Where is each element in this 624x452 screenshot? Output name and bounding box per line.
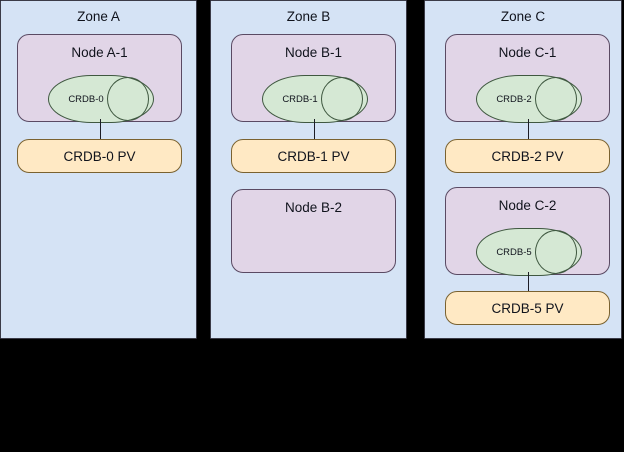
zone-label-a: Zone A [77, 9, 120, 24]
zone-panel-c[interactable]: Zone C Node C-1 CRDB-2 CRDB-2 PV Node C-… [424, 0, 622, 339]
node-label-c-2: Node C-2 [498, 198, 557, 213]
connector-crdb-0-to-pv [100, 119, 101, 141]
node-label-b-1: Node B-1 [284, 45, 343, 60]
zone-panel-b[interactable]: Zone B Node B-1 CRDB-1 CRDB-1 PV Node B-… [210, 0, 407, 339]
pv-box-crdb-1[interactable]: CRDB-1 PV [231, 139, 396, 173]
connector-crdb-5-to-pv [528, 272, 529, 294]
connector-crdb-2-to-pv [528, 119, 529, 141]
database-cylinder-icon-crdb-2[interactable]: CRDB-2 [476, 75, 582, 123]
database-cylinder-icon-crdb-5[interactable]: CRDB-5 [476, 228, 582, 276]
pv-box-crdb-2[interactable]: CRDB-2 PV [445, 139, 610, 173]
zone-panel-a[interactable]: Zone A Node A-1 CRDB-0 CRDB-0 PV [0, 0, 197, 339]
pv-label-crdb-5: CRDB-5 PV [491, 300, 564, 316]
database-label-crdb-5: CRDB-5 [496, 246, 532, 258]
database-label-crdb-2: CRDB-2 [496, 93, 532, 105]
node-label-c-1: Node C-1 [498, 45, 557, 60]
database-cylinder-icon-crdb-0[interactable]: CRDB-0 [48, 75, 154, 123]
database-cylinder-icon-crdb-1[interactable]: CRDB-1 [262, 75, 368, 123]
database-label-crdb-1: CRDB-1 [282, 93, 318, 105]
database-label-crdb-0: CRDB-0 [68, 93, 104, 105]
node-box-b-1[interactable]: Node B-1 CRDB-1 [231, 34, 396, 123]
node-label-a-1: Node A-1 [71, 45, 128, 60]
node-box-a-1[interactable]: Node A-1 CRDB-0 [17, 34, 182, 123]
connector-crdb-1-to-pv [314, 119, 315, 141]
zone-label-b: Zone B [286, 9, 331, 24]
pv-box-crdb-0[interactable]: CRDB-0 PV [17, 139, 182, 173]
node-label-b-2: Node B-2 [284, 200, 343, 215]
zone-label-c: Zone C [500, 9, 546, 24]
pv-label-crdb-1: CRDB-1 PV [277, 148, 350, 164]
pv-box-crdb-5[interactable]: CRDB-5 PV [445, 291, 610, 325]
node-box-c-2[interactable]: Node C-2 CRDB-5 [445, 187, 610, 276]
node-box-b-2[interactable]: Node B-2 [231, 189, 396, 273]
pv-label-crdb-2: CRDB-2 PV [491, 148, 564, 164]
pv-label-crdb-0: CRDB-0 PV [63, 148, 136, 164]
node-box-c-1[interactable]: Node C-1 CRDB-2 [445, 34, 610, 123]
